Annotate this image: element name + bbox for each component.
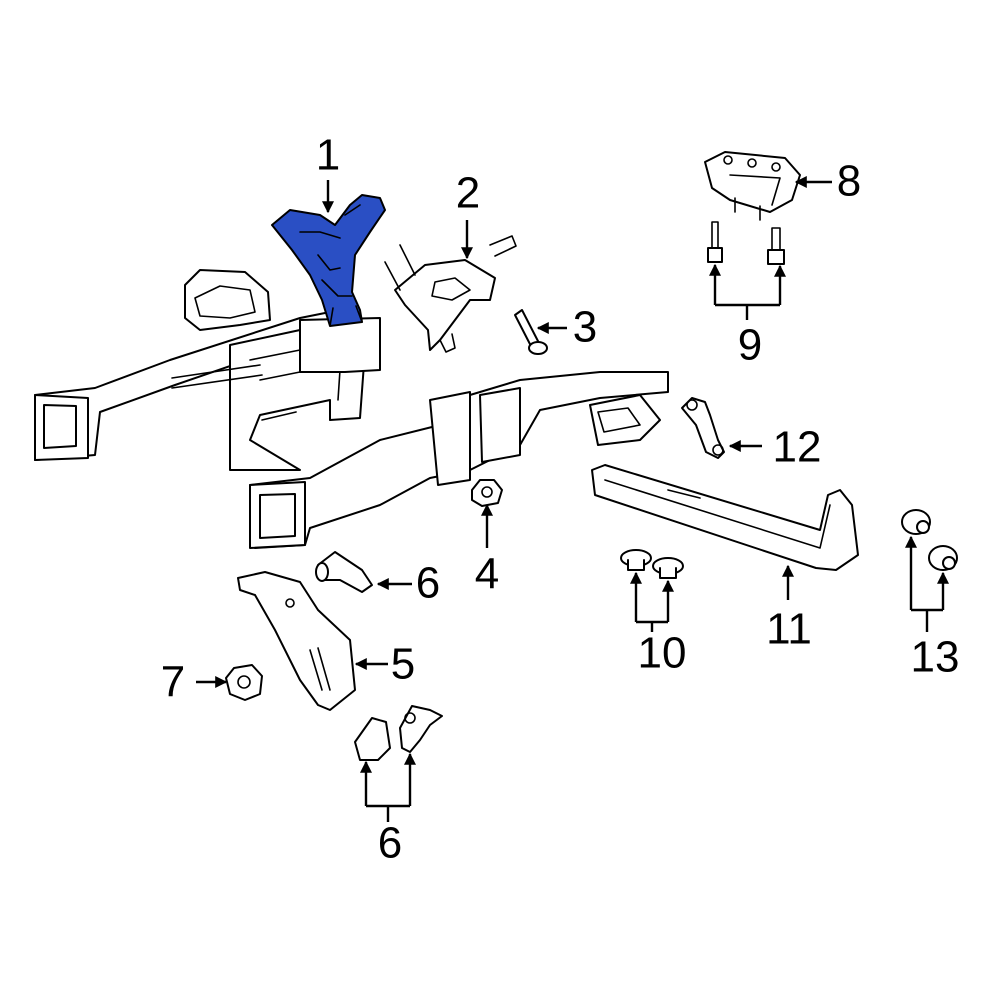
callout-12[interactable]: 12 [773,423,822,472]
part-5-bracket[interactable] [237,571,356,711]
part-10-bushings[interactable] [620,549,684,579]
callout-7[interactable]: 7 [161,658,185,707]
part-1-mount-bracket[interactable] [271,194,386,327]
part-12-link[interactable] [681,397,725,459]
part-2-engine-mount[interactable] [384,235,517,353]
callout-8[interactable]: 8 [837,157,861,206]
part-3-bolt[interactable] [514,309,548,355]
callout-9[interactable]: 9 [738,321,762,370]
frame-assembly [34,269,669,549]
part-1-body [271,194,386,327]
part-9-studs[interactable] [707,221,785,265]
leader-lines [196,176,949,822]
part-11-crossmember[interactable] [591,464,859,571]
part-4-nut[interactable] [471,479,503,507]
callout-6-lower[interactable]: 6 [378,819,402,868]
callout-6-upper[interactable]: 6 [416,559,440,608]
part-6-upper-bushing[interactable] [315,551,373,593]
callout-4[interactable]: 4 [475,550,499,599]
callout-3[interactable]: 3 [573,303,597,352]
callout-11[interactable]: 11 [766,605,812,654]
part-6-lower-brackets[interactable] [354,705,443,761]
callout-5[interactable]: 5 [391,640,415,689]
callout-1[interactable]: 1 [316,131,340,180]
part-13-bushings[interactable] [901,509,958,571]
callout-10[interactable]: 10 [638,629,687,678]
part-8-mount-pad[interactable] [704,151,801,221]
callout-2[interactable]: 2 [456,169,480,218]
part-7-nut[interactable] [225,664,263,701]
callout-13[interactable]: 13 [911,633,960,682]
callout-labels: 1 2 3 4 5 6 6 7 8 9 10 11 12 13 [161,131,960,868]
